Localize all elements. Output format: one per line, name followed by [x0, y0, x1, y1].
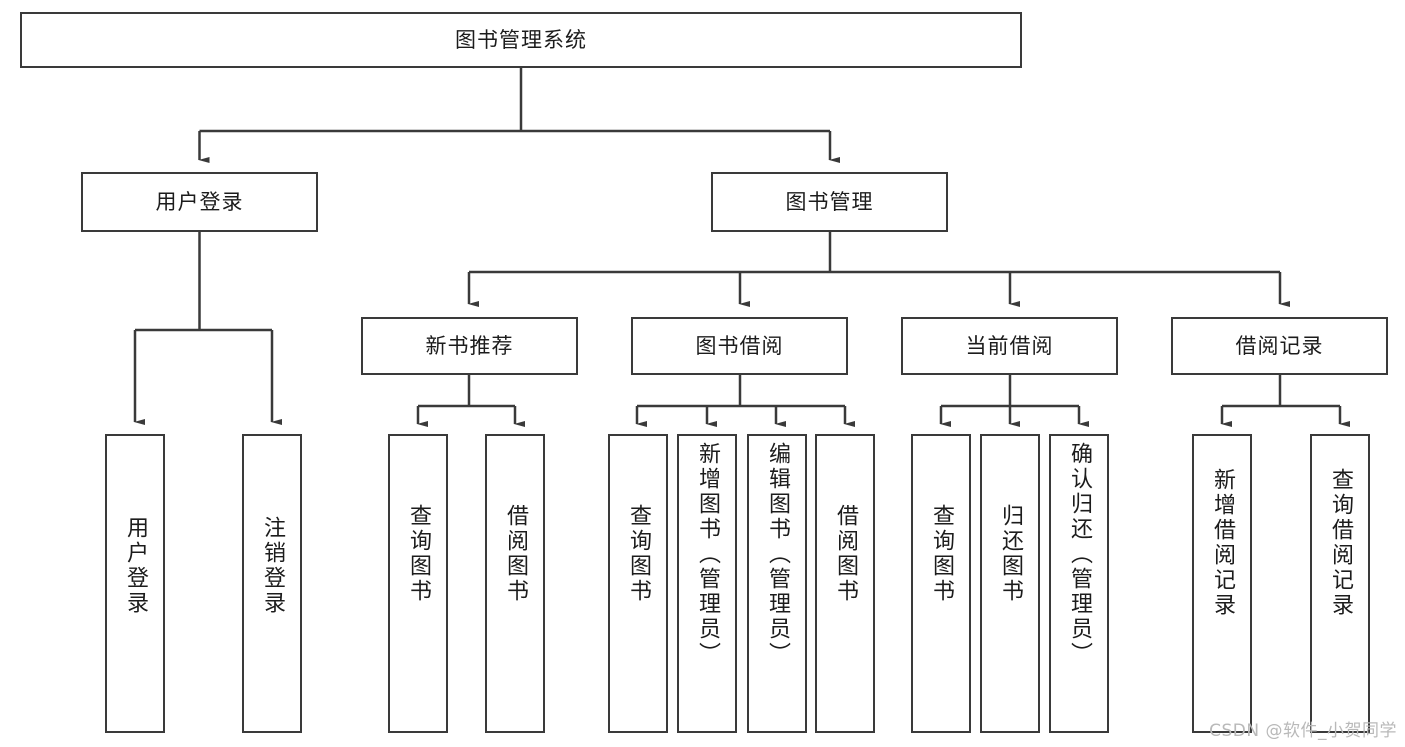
- node-label: 借阅图书: [833, 504, 858, 604]
- node-user-login[interactable]: 用户登录: [81, 172, 318, 232]
- node-label: 新增图书（管理员）: [695, 442, 720, 667]
- node-label: 查询图书: [406, 504, 431, 604]
- node-book-management[interactable]: 图书管理: [711, 172, 948, 232]
- node-root-system[interactable]: 图书管理系统: [20, 12, 1022, 68]
- node-label: 查询图书: [929, 504, 954, 604]
- node-borrow-record[interactable]: 借阅记录: [1171, 317, 1388, 375]
- node-label: 图书借阅: [695, 333, 784, 358]
- node-label: 借阅记录: [1235, 333, 1324, 358]
- leaf-confirm-return-admin[interactable]: 确认归还（管理员）: [1049, 434, 1109, 733]
- node-label: 用户登录: [123, 516, 148, 616]
- leaf-logout[interactable]: 注销登录: [242, 434, 302, 733]
- node-current-borrow[interactable]: 当前借阅: [901, 317, 1118, 375]
- node-label: 查询图书: [626, 504, 651, 604]
- node-book-borrow[interactable]: 图书借阅: [631, 317, 848, 375]
- node-label: 当前借阅: [965, 333, 1054, 358]
- leaf-user-login[interactable]: 用户登录: [105, 434, 165, 733]
- node-label: 用户登录: [155, 189, 244, 214]
- node-new-book-recommend[interactable]: 新书推荐: [361, 317, 578, 375]
- leaf-query-book-recommend[interactable]: 查询图书: [388, 434, 448, 733]
- node-label: 图书管理: [785, 189, 874, 214]
- node-label: 新书推荐: [425, 333, 514, 358]
- node-label: 新增借阅记录: [1210, 468, 1235, 618]
- leaf-add-book-admin[interactable]: 新增图书（管理员）: [677, 434, 737, 733]
- node-label: 编辑图书（管理员）: [765, 442, 790, 667]
- node-label: 归还图书: [998, 504, 1023, 604]
- leaf-query-borrow-record[interactable]: 查询借阅记录: [1310, 434, 1370, 733]
- leaf-query-book-current[interactable]: 查询图书: [911, 434, 971, 733]
- leaf-borrow-book-recommend[interactable]: 借阅图书: [485, 434, 545, 733]
- node-label: 注销登录: [260, 516, 285, 616]
- watermark-text: CSDN @软件_小贺同学: [1209, 721, 1397, 741]
- leaf-return-book[interactable]: 归还图书: [980, 434, 1040, 733]
- leaf-add-borrow-record[interactable]: 新增借阅记录: [1192, 434, 1252, 733]
- node-label: 查询借阅记录: [1328, 468, 1353, 618]
- leaf-borrow-book[interactable]: 借阅图书: [815, 434, 875, 733]
- leaf-query-book-borrow[interactable]: 查询图书: [608, 434, 668, 733]
- leaf-edit-book-admin[interactable]: 编辑图书（管理员）: [747, 434, 807, 733]
- node-label: 图书管理系统: [455, 27, 587, 52]
- node-label: 确认归还（管理员）: [1067, 442, 1092, 667]
- node-label: 借阅图书: [503, 504, 528, 604]
